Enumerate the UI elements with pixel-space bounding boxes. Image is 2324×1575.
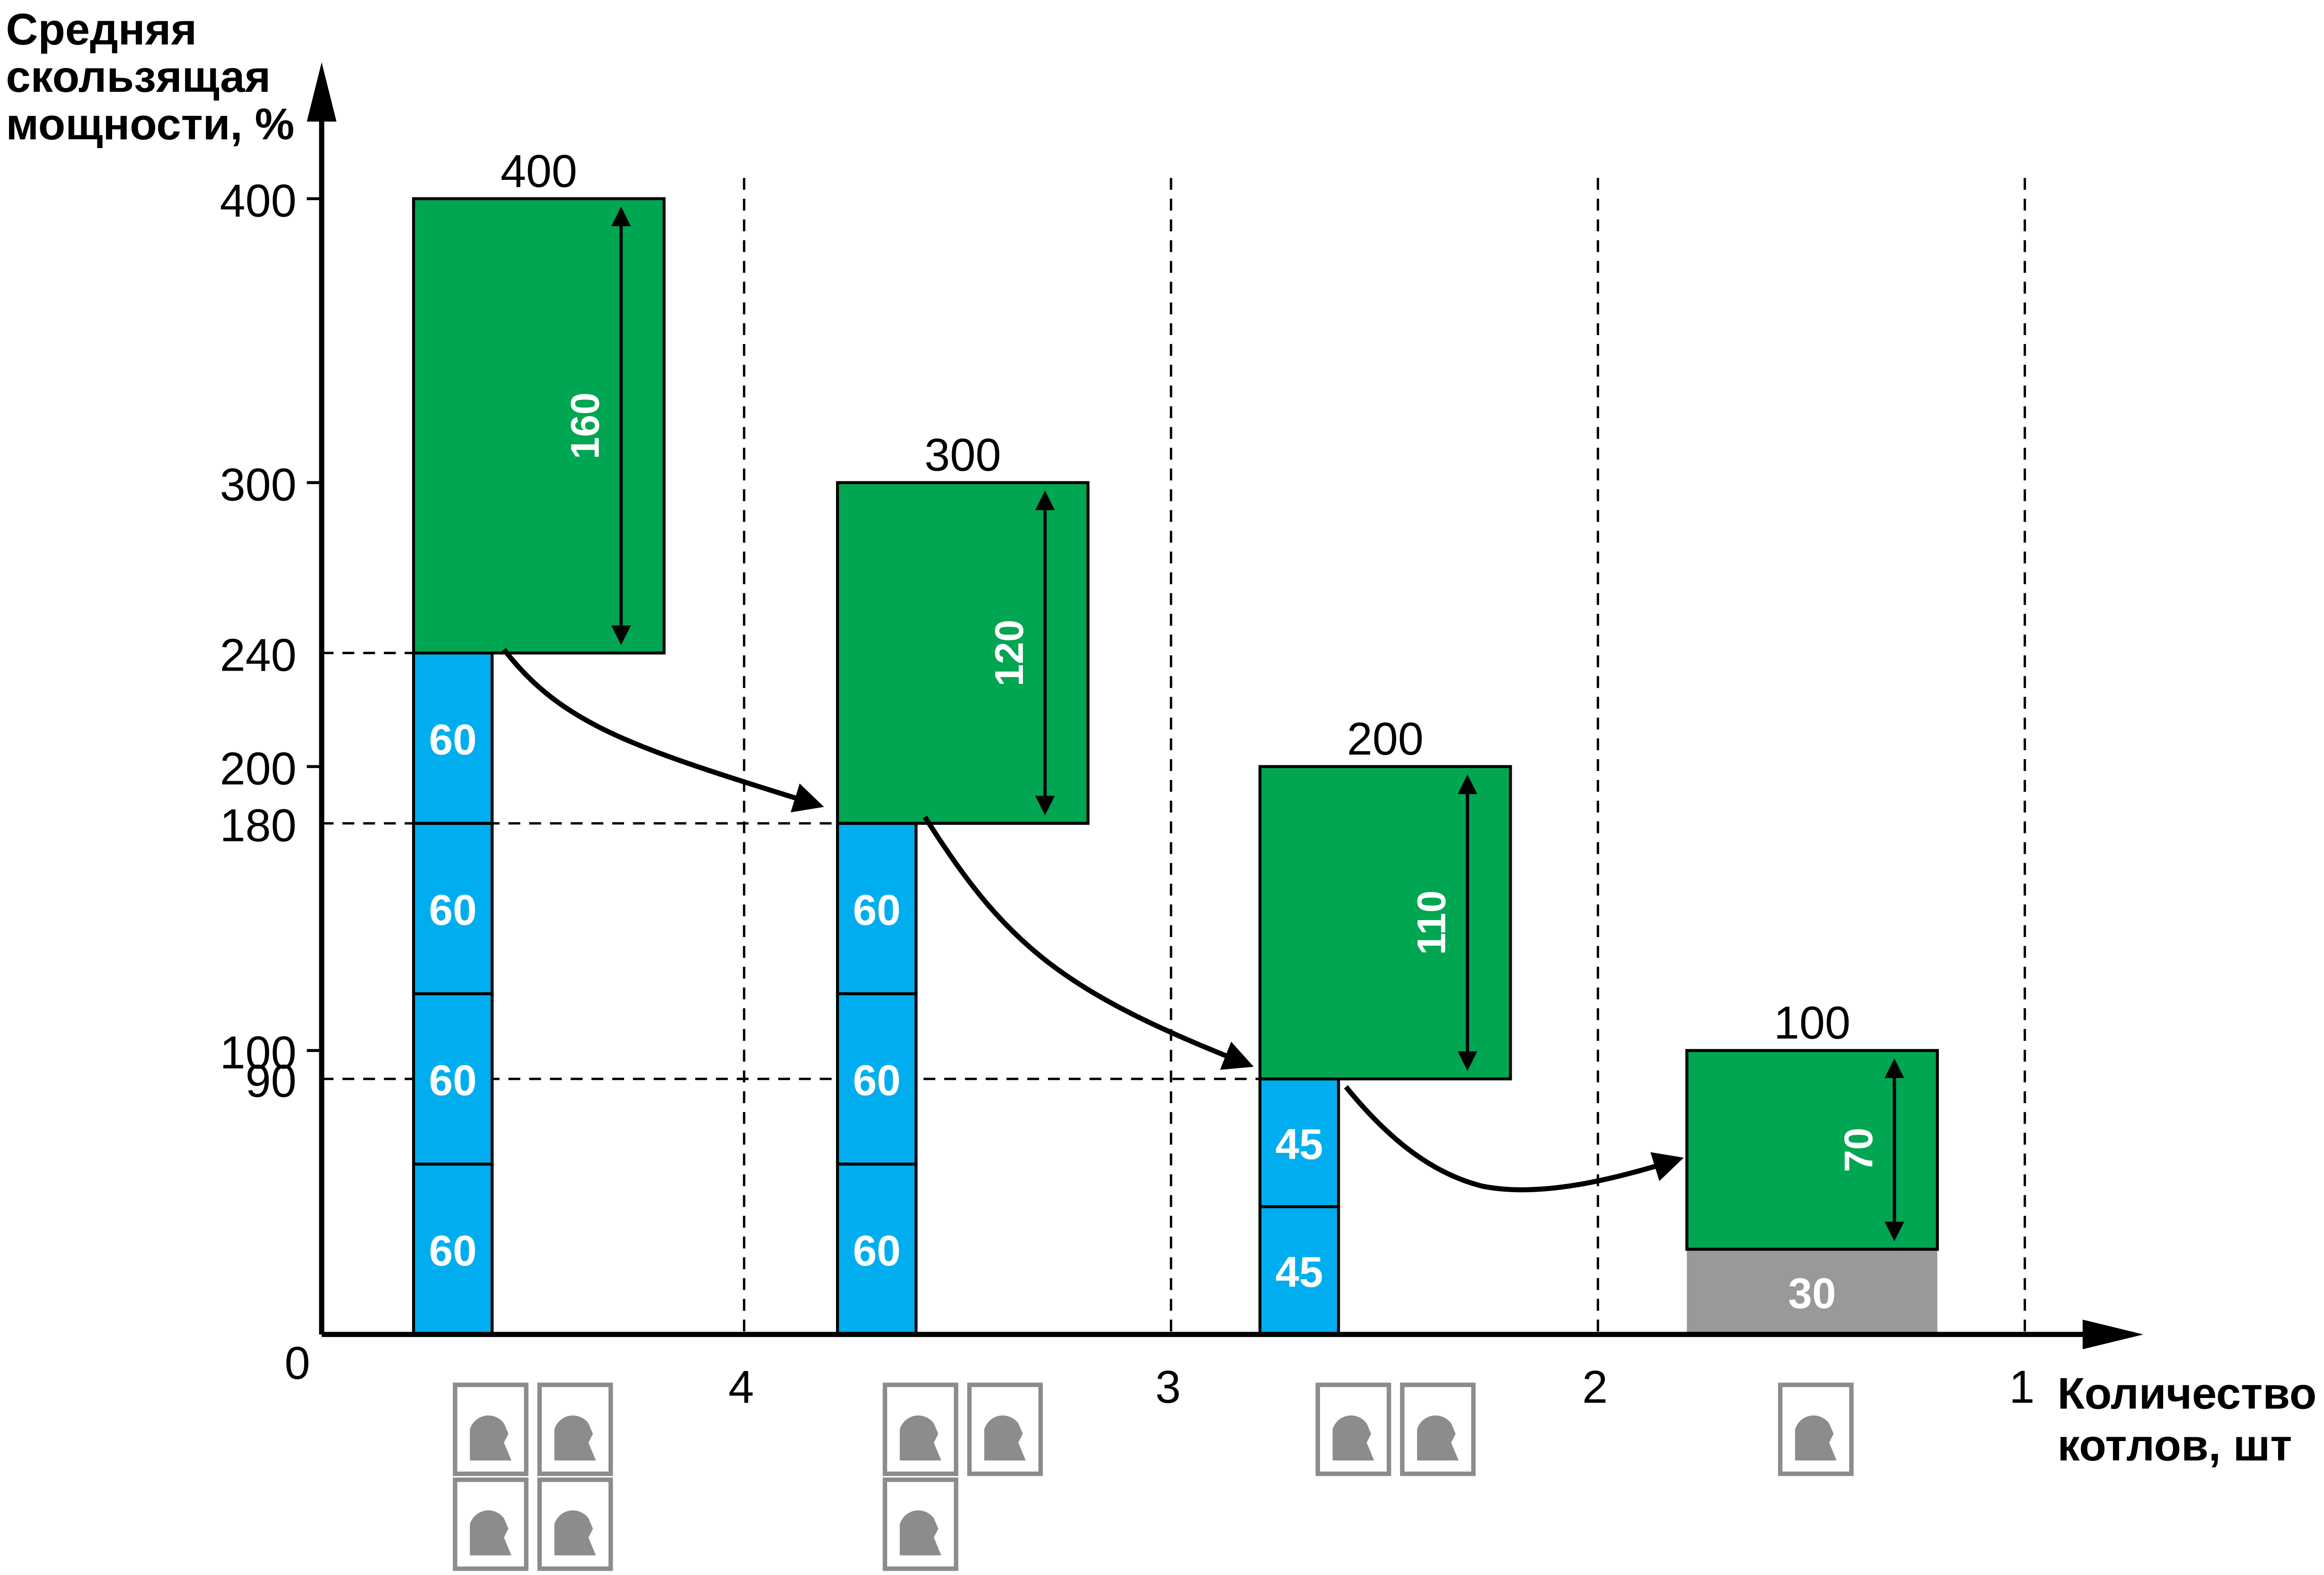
boiler-icon-4-4 xyxy=(537,1478,613,1571)
transition-arrow-3 xyxy=(1344,1085,1684,1193)
boiler-icon-3-1 xyxy=(882,1382,959,1476)
y-axis-arrowhead xyxy=(307,62,337,122)
band-label-4: 160 xyxy=(563,392,607,459)
band-1 xyxy=(1685,1049,1939,1251)
band-label-1: 70 xyxy=(1836,1128,1881,1172)
y-tick-label-90: 90 xyxy=(246,1055,297,1106)
boiler-icon-3-2 xyxy=(967,1382,1043,1476)
boiler-icon-4-2 xyxy=(537,1382,613,1476)
segment-4-3 xyxy=(412,822,494,995)
y-axis-title-line-1: Средняя xyxy=(6,4,197,54)
boiler-icon-1-1 xyxy=(1778,1382,1854,1476)
y-tick-label-180: 180 xyxy=(220,799,297,851)
axes-layer xyxy=(307,62,2144,1350)
band-label-3: 120 xyxy=(986,619,1031,686)
segment-4-4 xyxy=(412,651,494,825)
boiler-icon-2-2 xyxy=(1400,1382,1476,1476)
total-label-3: 300 xyxy=(924,429,1001,481)
x-tick-label-1: 1 xyxy=(2009,1361,2034,1413)
bar-group-1: 30 70 100 xyxy=(1685,997,1939,1335)
transition-arrows xyxy=(502,647,1684,1193)
segment-label-3-3: 60 xyxy=(853,886,901,934)
y-tick-label-100: 100 xyxy=(220,1026,297,1078)
x-tick-label-3: 3 xyxy=(1155,1361,1181,1413)
segment-label-4-2: 60 xyxy=(429,1057,477,1105)
x-axis-title-line-2: котлов, шт xyxy=(2058,1420,2292,1470)
segment-1-1 xyxy=(1687,1249,1937,1335)
y-axis-title-line-2: скользящая xyxy=(6,52,271,101)
x-tick-label-2: 2 xyxy=(1582,1361,1608,1413)
segment-label-1-1: 30 xyxy=(1788,1270,1836,1318)
segment-label-3-1: 60 xyxy=(853,1227,901,1275)
boiler-icon-2-1 xyxy=(1315,1382,1391,1476)
bar-group-4: 60 60 60 60 160 400 xyxy=(412,145,666,1336)
segment-label-3-2: 60 xyxy=(853,1057,901,1105)
boiler-icon-glyph xyxy=(1332,1415,1374,1460)
transition-arrow-2 xyxy=(923,815,1254,1070)
boiler-icon-glyph xyxy=(470,1510,511,1556)
boiler-icon-glyph xyxy=(899,1510,942,1556)
segment-3-1 xyxy=(836,1162,918,1336)
boiler-icon-4-1 xyxy=(453,1382,528,1476)
segment-4-1 xyxy=(412,1162,494,1336)
boiler-icon-glyph xyxy=(554,1510,596,1556)
boiler-icons xyxy=(453,1382,1854,1571)
boiler-icon-glyph xyxy=(554,1415,596,1460)
boiler-icon-glyph xyxy=(470,1415,511,1460)
boiler-icon-glyph xyxy=(1417,1415,1459,1460)
segment-label-2-1: 45 xyxy=(1276,1248,1323,1296)
segment-label-4-1: 60 xyxy=(429,1227,477,1275)
transition-arrow-1 xyxy=(502,647,824,813)
boiler-icon-glyph xyxy=(899,1415,942,1460)
total-label-1: 100 xyxy=(1774,997,1850,1049)
band-2 xyxy=(1258,765,1512,1080)
y-tick-label-300: 300 xyxy=(220,459,297,510)
y-axis-title-line-3: мощности, % xyxy=(6,99,295,149)
y-tick-label-200: 200 xyxy=(220,743,297,794)
x-axis-title-line-1: Количество xyxy=(2058,1368,2317,1418)
y-tick-label-400: 400 xyxy=(220,175,297,226)
segment-2-1 xyxy=(1258,1205,1340,1336)
segment-4-2 xyxy=(412,992,494,1166)
total-label-2: 200 xyxy=(1347,713,1424,765)
boiler-icon-4-3 xyxy=(453,1478,528,1571)
grid-layer xyxy=(743,177,2026,1335)
segment-3-2 xyxy=(836,992,918,1166)
band-4 xyxy=(412,197,666,655)
x-axis-title: Количество котлов, шт xyxy=(2058,1368,2324,1470)
origin-label: 0 xyxy=(285,1337,310,1389)
total-label-4: 400 xyxy=(501,145,577,197)
boiler-icon-glyph xyxy=(1795,1415,1837,1460)
x-tick-label-4: 4 xyxy=(728,1361,754,1413)
bars-layer: 60 60 60 60 160 400 60 60 60 120 300 45 45 110 200 30 70… xyxy=(412,145,1939,1336)
bar-group-2: 45 45 110 200 xyxy=(1258,713,1512,1336)
bar-group-3: 60 60 60 120 300 xyxy=(836,429,1090,1336)
boiler-icon-glyph xyxy=(984,1415,1026,1460)
y-tick-label-240: 240 xyxy=(220,629,297,681)
segment-label-2-2: 45 xyxy=(1276,1121,1323,1168)
segment-2-2 xyxy=(1258,1077,1340,1208)
x-axis-arrowhead xyxy=(2082,1319,2144,1350)
band-3 xyxy=(836,481,1090,825)
segment-3-3 xyxy=(836,822,918,995)
band-label-2: 110 xyxy=(1409,891,1454,955)
y-axis-title: Средняя скользящая мощности, % xyxy=(6,4,295,149)
boiler-icon-3-3 xyxy=(882,1478,959,1571)
segment-label-4-4: 60 xyxy=(429,716,477,764)
segment-label-4-3: 60 xyxy=(429,886,477,934)
